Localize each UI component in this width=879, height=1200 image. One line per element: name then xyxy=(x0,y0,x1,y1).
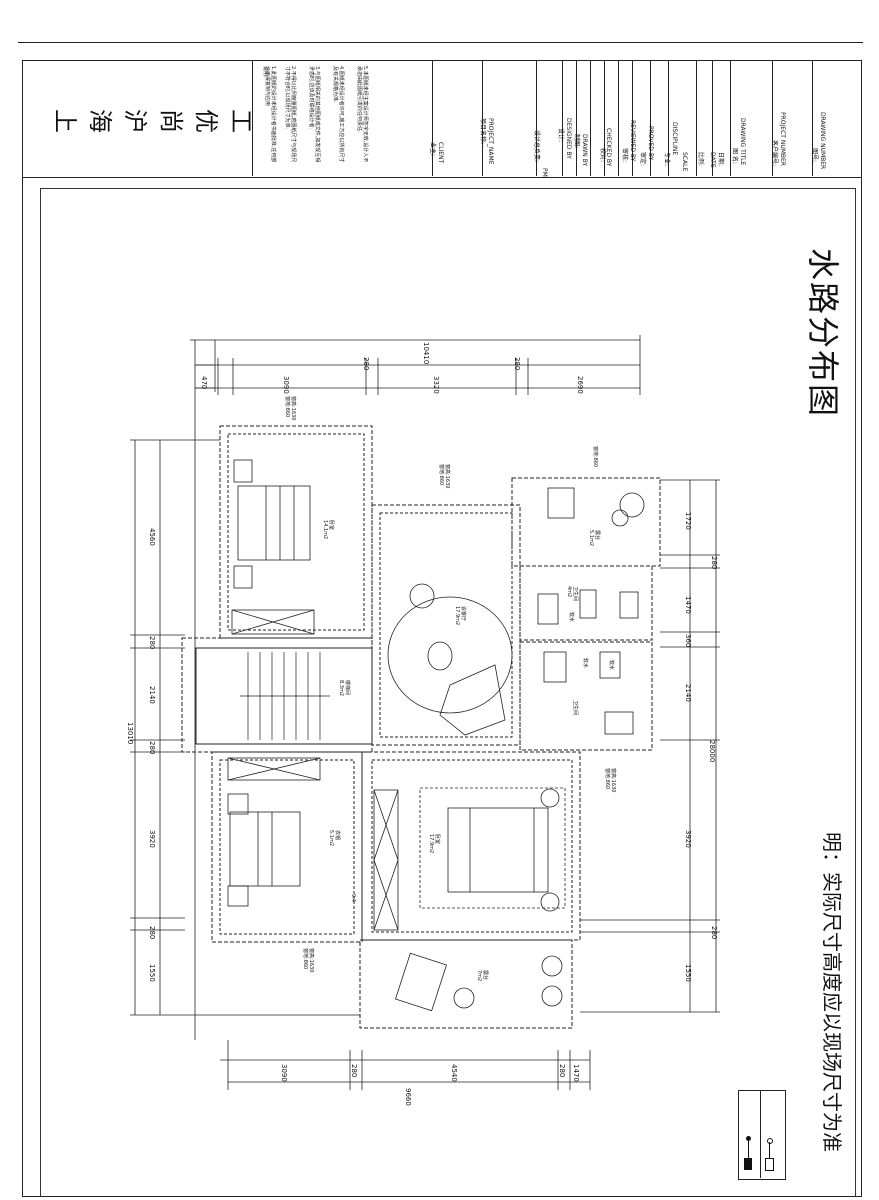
tb-divider xyxy=(252,60,253,176)
dim-right-seg: 2140 xyxy=(684,684,692,702)
tb-divider xyxy=(536,60,537,176)
dim-left-seg: 1550 xyxy=(148,964,156,982)
walls xyxy=(181,425,661,1029)
room-name: 露台 xyxy=(594,530,601,540)
dim-right-seg: 1550 xyxy=(684,964,692,982)
window-height: 窗高:1630 xyxy=(308,948,315,972)
drawing-frame xyxy=(40,188,856,1197)
soft-water-label: 软水 xyxy=(568,612,575,622)
dim-top-seg: 3320 xyxy=(432,376,440,394)
window-height-labels: 窗高:1630 窗地:860 窗高:1630 窗地:860 窗地:860 窗高:… xyxy=(284,396,617,972)
title-block-border xyxy=(22,60,862,178)
window-height: 窗高:1630 xyxy=(444,464,451,488)
soft-water-label: 软水 xyxy=(582,658,589,668)
dim-left-seg: 3920 xyxy=(148,830,156,848)
room-name: 露台 xyxy=(482,970,489,980)
window-sill: 窗地:860 xyxy=(592,446,599,467)
dim-top-seg: 2690 xyxy=(576,376,584,394)
room-name: 卧室 xyxy=(434,834,441,844)
dim-left-total: 13010 xyxy=(126,722,134,744)
dim-left-seg: 280 xyxy=(148,926,156,939)
legend-drain-line xyxy=(769,1142,770,1158)
tb-divider xyxy=(590,60,591,176)
stairs xyxy=(240,652,330,740)
room-name: 卫生间 xyxy=(572,700,579,715)
dim-right-seg: 3920 xyxy=(684,830,692,848)
legend-box xyxy=(738,1090,786,1180)
room-area: 4m2 xyxy=(566,586,572,597)
furniture xyxy=(227,459,645,1012)
room-labels: 卧室 14.1m2 会客厅 17.9m2 楼梯间 8.3m2 露台 5.1m2 … xyxy=(322,520,601,981)
tb-divider xyxy=(632,60,633,176)
tb-divider xyxy=(618,60,619,176)
window-sill: 窗地:860 xyxy=(438,464,445,485)
dim-left-seg: 4560 xyxy=(148,528,156,546)
dim-left-seg: 280 xyxy=(148,741,156,754)
dimension-lines xyxy=(130,335,720,1090)
tb-divider xyxy=(482,60,483,176)
room-area: 17.9m2 xyxy=(428,834,434,853)
legend-drain-symbol xyxy=(765,1158,774,1171)
dim-top-seg: 470 xyxy=(200,376,208,389)
window-height: 窗高:1630 xyxy=(290,396,297,420)
dim-right-seg: 360 xyxy=(684,634,692,647)
top-rule xyxy=(18,42,863,43)
dimension-labels: 10410 470 3090 280 3320 280 2690 9660 30… xyxy=(126,342,718,1106)
dim-left-seg: 280 xyxy=(148,636,156,649)
dim-bottom-total: 9660 xyxy=(404,1088,412,1106)
dim-top-seg: 280 xyxy=(362,357,370,370)
window-sill: 窗地:860 xyxy=(604,768,611,789)
soft-water-label: 软水 xyxy=(608,660,615,670)
dim-right-seg: 1720 xyxy=(684,512,692,530)
room-area: 5.1m2 xyxy=(328,830,334,846)
tb-divider xyxy=(562,60,563,176)
legend-water-supply-symbol xyxy=(744,1158,752,1170)
dim-bottom-seg: 3090 xyxy=(280,1064,288,1082)
legend-line-symbol xyxy=(748,1140,749,1158)
dim-bottom-seg: 280 xyxy=(350,1064,358,1077)
tb-divider xyxy=(812,60,813,176)
room-area: 14.1m2 xyxy=(322,520,328,539)
room-area: 17.9m2 xyxy=(454,606,460,625)
tb-divider xyxy=(650,60,651,176)
room-name: 楼梯间 xyxy=(344,680,351,695)
legend-node-symbol xyxy=(746,1136,751,1141)
dim-right-seg: 280 xyxy=(710,926,718,939)
room-name: 衣帽 xyxy=(334,830,341,840)
dim-right-total: 28000 xyxy=(708,740,716,762)
dim-left-seg: 2140 xyxy=(148,686,156,704)
tb-divider xyxy=(432,60,433,176)
window-height: 窗高:1630 xyxy=(610,768,617,792)
room-name: 会客厅 xyxy=(460,606,467,621)
dim-bottom-seg: 1470 xyxy=(572,1064,580,1082)
tb-divider xyxy=(604,60,605,176)
room-area: 7m2 xyxy=(476,970,482,981)
room-area: 5.1m2 xyxy=(588,530,594,546)
room-name: 卫生间 xyxy=(572,586,579,601)
dim-bottom-seg: 280 xyxy=(558,1064,566,1077)
dim-top-seg: 3090 xyxy=(282,376,290,394)
sheet-border xyxy=(22,176,862,1197)
tb-divider xyxy=(712,60,713,176)
legend-divider xyxy=(760,1090,761,1178)
tb-divider xyxy=(730,60,731,176)
dim-bottom-seg: 4540 xyxy=(450,1064,458,1082)
room-name: 卧室 xyxy=(328,520,335,530)
window-sill: 窗地:860 xyxy=(302,948,309,969)
tb-divider xyxy=(668,60,669,176)
dim-right-seg: 280 xyxy=(710,556,718,569)
dim-top-total: 10410 xyxy=(422,342,430,364)
tb-divider xyxy=(772,60,773,176)
legend-drain-node xyxy=(767,1138,773,1144)
tb-divider xyxy=(696,60,697,176)
dim-right-seg: 1470 xyxy=(684,596,692,614)
room-small-label: 9.4 xyxy=(350,894,356,902)
water-labels: 软水 软水 软水 xyxy=(568,612,615,670)
room-area: 8.3m2 xyxy=(338,680,344,696)
window-sill: 窗地:860 xyxy=(284,396,291,417)
tb-divider xyxy=(576,60,577,176)
dim-top-seg: 280 xyxy=(513,357,521,370)
